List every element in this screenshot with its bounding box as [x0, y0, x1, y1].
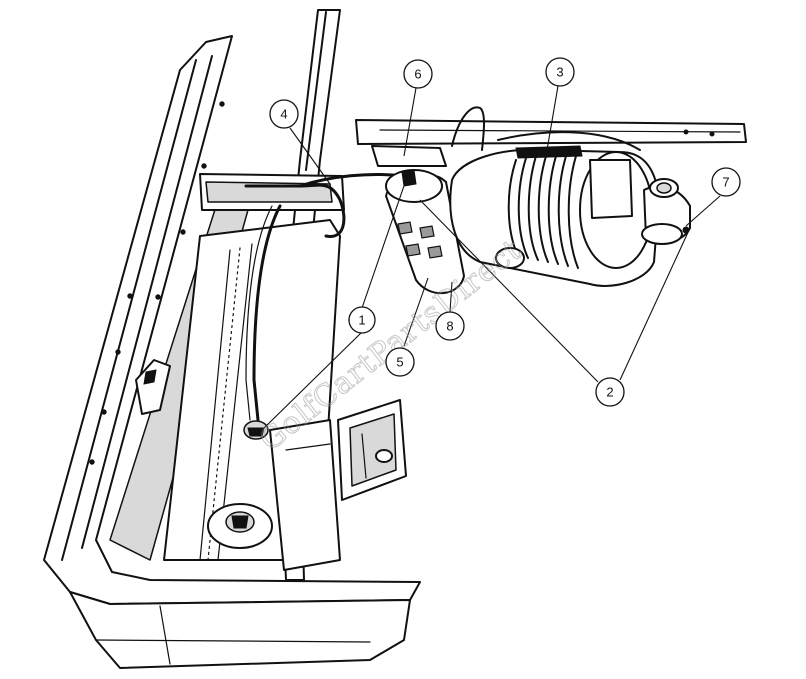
- callout-7-label: 7: [722, 175, 729, 190]
- callout-8: 8: [435, 311, 465, 341]
- callout-3: 3: [545, 57, 575, 87]
- leader-lines: [261, 85, 721, 431]
- callout-6: 6: [403, 59, 433, 89]
- vehicle-body-frame: [43, 9, 421, 669]
- callout-2-label: 2: [606, 385, 613, 400]
- callout-2: 2: [595, 377, 625, 407]
- callout-4: 4: [269, 99, 299, 129]
- callout-4-label: 4: [280, 107, 287, 122]
- callout-1: 1: [348, 306, 376, 334]
- callout-7: 7: [711, 167, 741, 197]
- callout-1-label: 1: [358, 313, 365, 328]
- callout-3-label: 3: [556, 65, 563, 80]
- air-filter-housing: [449, 145, 691, 287]
- fuel-filter-canister: [385, 169, 465, 295]
- callout-5: 5: [385, 347, 415, 377]
- callout-6-label: 6: [414, 67, 421, 82]
- callout-5-label: 5: [396, 355, 403, 370]
- callout-8-label: 8: [446, 319, 453, 334]
